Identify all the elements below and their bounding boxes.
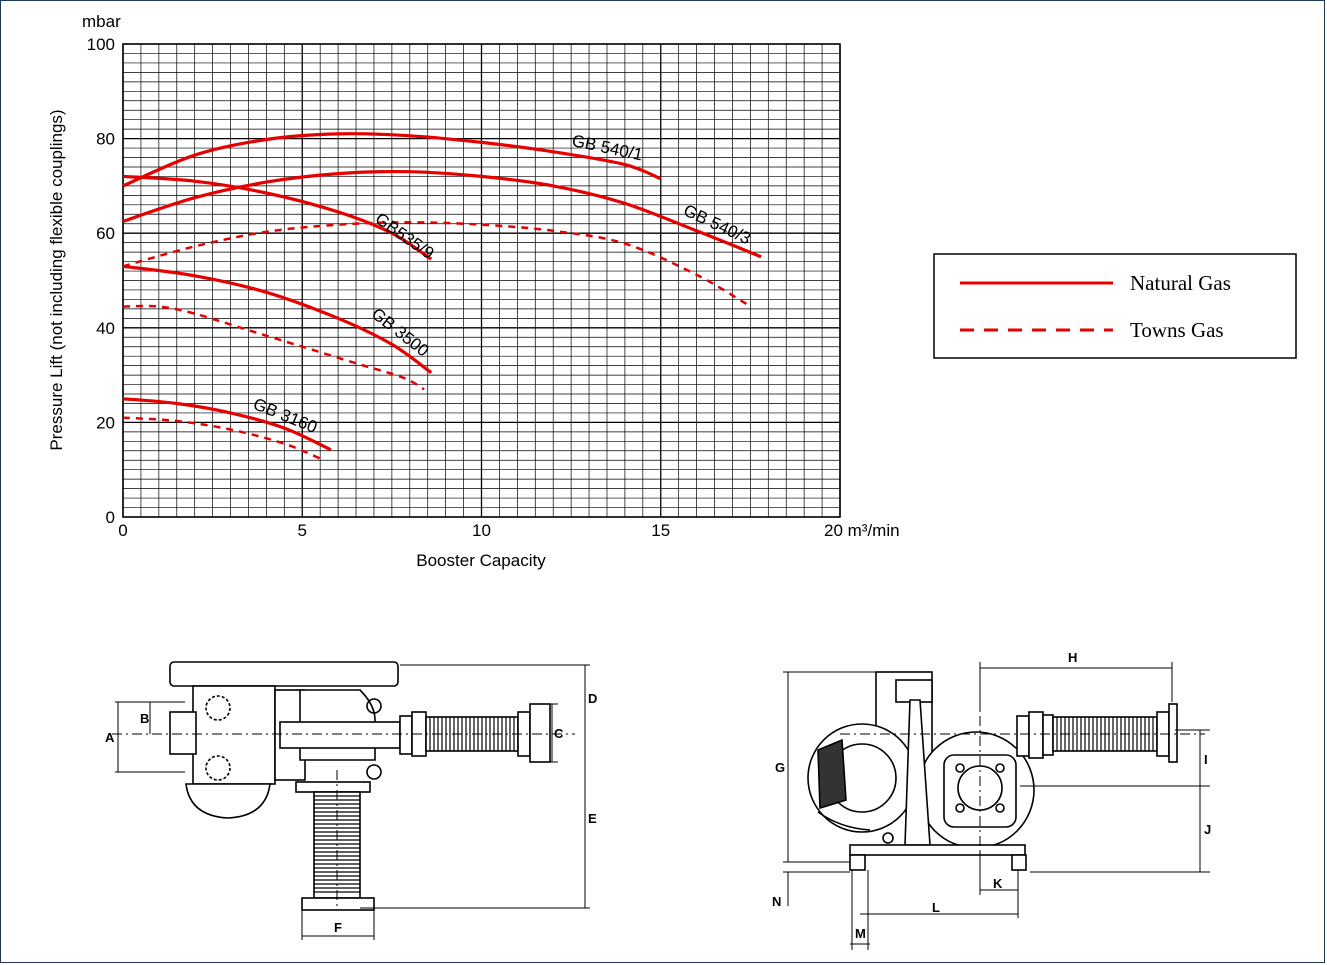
drawing-bellows-ribs-right <box>1056 717 1154 751</box>
y-tick-label: 40 <box>96 319 115 338</box>
series-line-gb-3160-towns-gas <box>122 416 325 462</box>
series-line-gb535-9-natural-gas <box>122 174 433 261</box>
y-tick-label: 0 <box>106 508 115 527</box>
legend-box <box>933 253 1297 359</box>
y-tick-label: 80 <box>96 130 115 149</box>
chart-legend: Natural Gas Towns Gas <box>933 253 1297 359</box>
dim-label-l: L <box>932 900 940 915</box>
dim-label-b: B <box>140 711 149 726</box>
x-tick-label: 15 <box>651 521 670 540</box>
y-tick-label: 100 <box>87 35 115 54</box>
legend-label-natural-gas: Natural Gas <box>1130 271 1231 295</box>
curve-label: GB 540/3 <box>681 201 754 249</box>
drawing-bellows-ribs <box>314 717 515 893</box>
drawing-top-dimensions <box>115 664 590 940</box>
series-line-gb-3160-natural-gas <box>122 397 332 452</box>
x-tick-label: 10 <box>472 521 491 540</box>
dim-label-a: A <box>105 730 115 745</box>
series-line-gb-3500-towns-gas <box>122 304 425 391</box>
dim-label-i: I <box>1204 752 1208 767</box>
dim-label-n: N <box>772 894 781 909</box>
drawing-top-view <box>112 661 575 911</box>
dim-label-k: K <box>993 876 1003 891</box>
x-tick-label: 0 <box>118 521 127 540</box>
drawing-side-dimensions <box>783 662 1210 950</box>
dim-label-m: M <box>855 926 866 941</box>
x-tick-label: 5 <box>298 521 307 540</box>
series-line-gb535-9-towns-gas <box>122 221 748 306</box>
curve-label: GB 3160 <box>251 394 320 437</box>
x-axis-title: Booster Capacity <box>416 551 546 570</box>
chart-axes: 0 5 10 15 0 20 40 60 80 100 <box>87 35 671 540</box>
curve-label: GB 3500 <box>368 304 433 360</box>
dim-label-j: J <box>1204 822 1211 837</box>
y-tick-label: 60 <box>96 224 115 243</box>
dim-label-e: E <box>588 811 597 826</box>
x-axis-end-label: 20 m³/min <box>824 521 900 540</box>
series-line-gb-540-3-natural-gas <box>122 169 762 259</box>
plot-frame <box>122 43 841 518</box>
chart-grid <box>122 43 841 518</box>
dim-label-f: F <box>334 920 342 935</box>
y-tick-label: 20 <box>96 413 115 432</box>
drawing-side-view <box>807 671 1205 871</box>
series-line-gb-540-1-natural-gas <box>122 132 662 188</box>
dim-label-c: C <box>554 726 564 741</box>
y-axis-title: Pressure Lift (not including flexible co… <box>47 109 66 450</box>
legend-label-towns-gas: Towns Gas <box>1130 318 1224 342</box>
chart-series <box>122 132 762 462</box>
dim-label-g: G <box>775 760 785 775</box>
dim-label-h: H <box>1068 650 1077 665</box>
series-line-gb-3500-natural-gas <box>122 264 433 375</box>
y-unit-label: mbar <box>82 12 121 31</box>
dim-label-d: D <box>588 691 597 706</box>
